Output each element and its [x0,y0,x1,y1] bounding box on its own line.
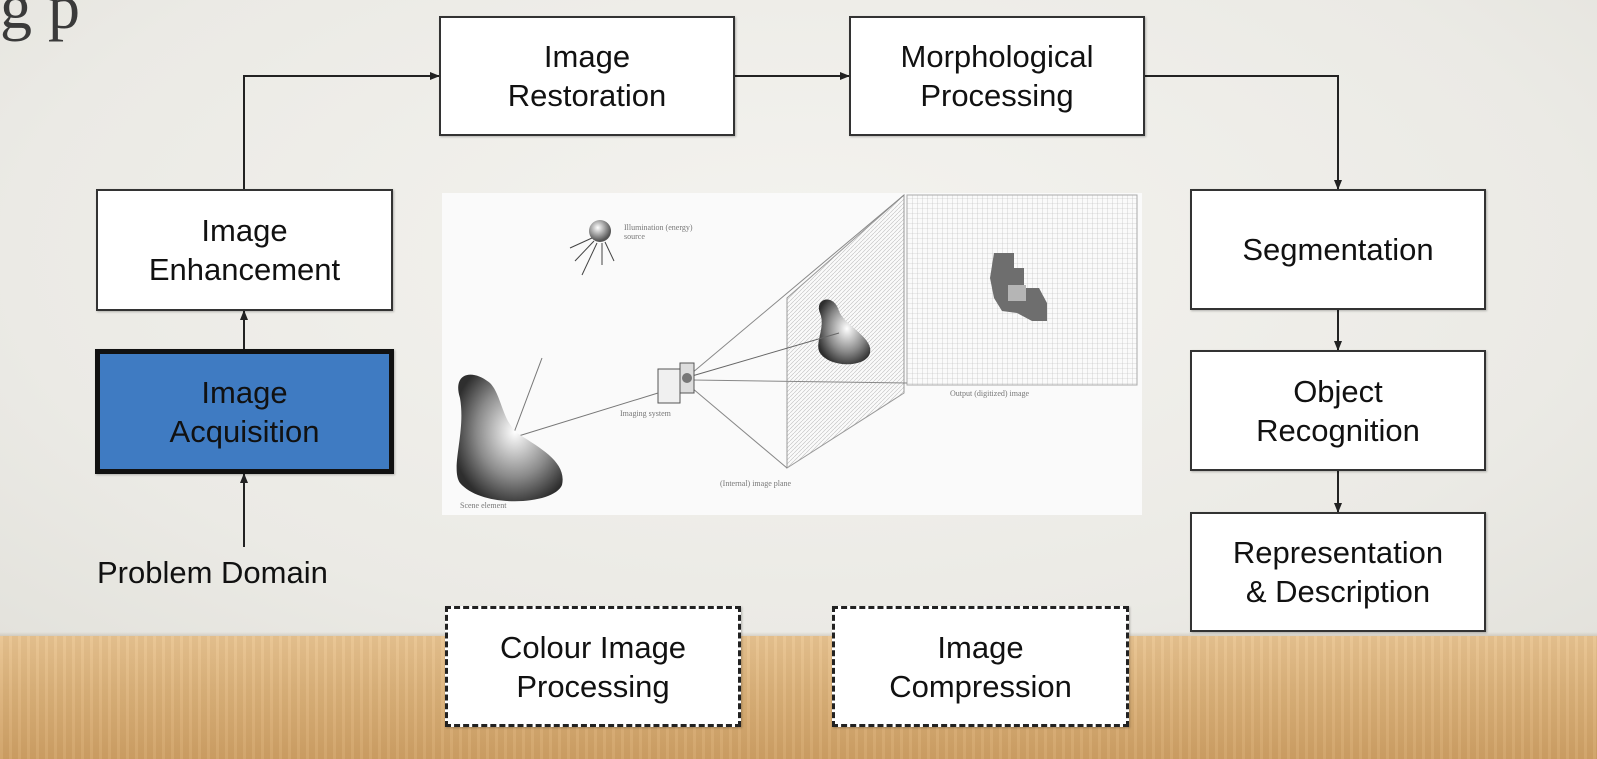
scene-element-blob [456,374,563,502]
representation-description-label: Representation & Description [1232,535,1444,609]
image-restoration-label: Image Restoration [507,39,667,113]
arrow-morphological-to-segmentation [1145,75,1342,190]
morphological-processing-label: Morphological Processing [900,39,1094,113]
colour-image-processing-box: Colour Image Processing [445,606,741,727]
image-acquisition-illustration: Illumination (energy) source Imaging sys… [442,193,1142,515]
image-restoration-box: Image Restoration [439,16,735,136]
image-plane-blob [818,299,871,365]
illumination-caption: Illumination (energy) source [624,223,693,241]
object-recognition-box: Object Recognition [1190,350,1486,471]
image-compression-label: Image Compression [889,629,1072,704]
colour-image-processing-label: Colour Image Processing [499,629,687,704]
image-acquisition-box: Image Acquisition [95,349,394,474]
imaging-system-caption: Imaging system [620,409,671,418]
segmentation-box: Segmentation [1190,189,1486,310]
image-acquisition-label: Image Acquisition [169,374,320,449]
image-enhancement-box: Image Enhancement [96,189,393,311]
segmentation-label: Segmentation [1242,232,1434,267]
scene-element-caption: Scene element [460,501,507,510]
representation-description-box: Representation & Description [1190,512,1486,632]
image-compression-box: Image Compression [832,606,1129,727]
problem-domain-label: Problem Domain [97,555,328,590]
image-enhancement-label: Image Enhancement [148,213,341,287]
morphological-processing-box: Morphological Processing [849,16,1145,136]
image-plane-caption: (Internal) image plane [720,479,792,488]
object-recognition-label: Object Recognition [1256,373,1420,448]
acquisition-drawing [456,193,1138,502]
slide-title-fragment: g p [0,0,80,42]
output-image-caption: Output (digitized) image [950,389,1030,398]
imaging-system-icon [657,362,695,404]
illumination-source-icon [569,220,615,276]
wood-footer [0,636,1597,759]
arrow-enhancement-to-restoration [243,72,440,189]
